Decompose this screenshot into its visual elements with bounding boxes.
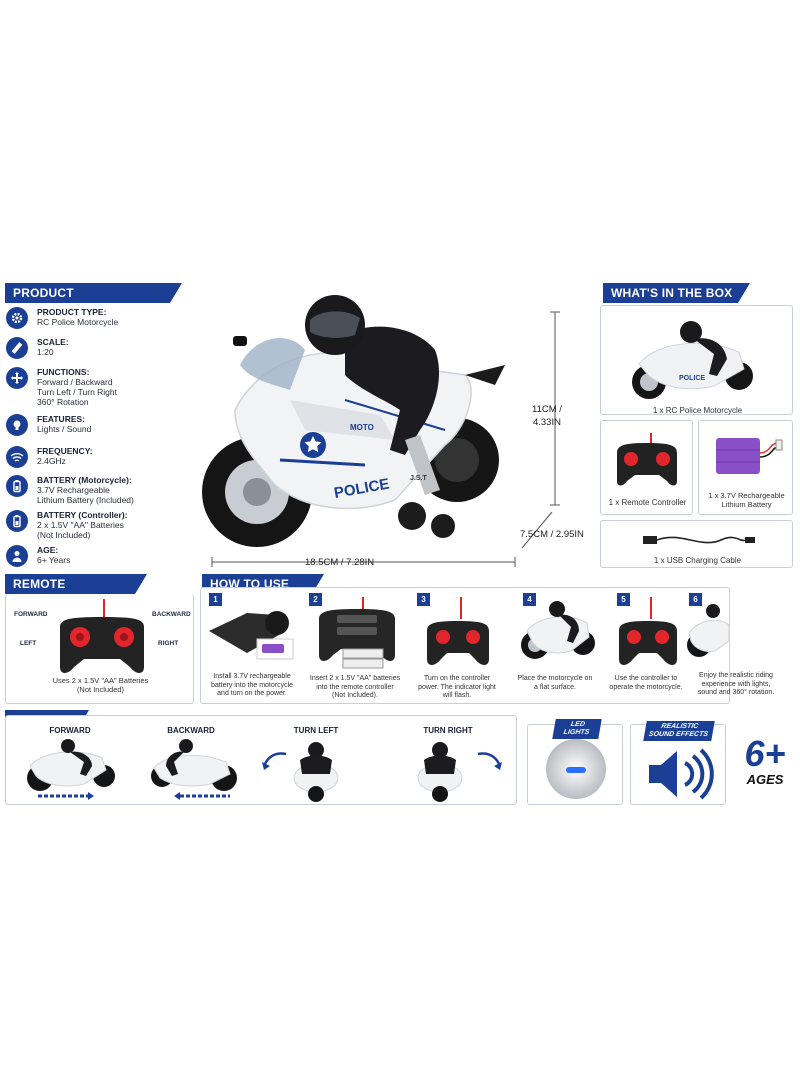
- spec-frequency: FREQUENCY:2.4GHz: [6, 446, 191, 468]
- dimension-length: 18.5CM / 7.28IN: [305, 557, 375, 568]
- speaker-icon: [649, 748, 714, 800]
- box-item-battery: 1 x 3.7V Rechargeable Lithium Battery: [698, 420, 793, 515]
- function-turn-left: TURN LEFT: [252, 724, 380, 804]
- function-turn-right: TURN RIGHT: [382, 724, 514, 804]
- dimension-height: 11CM / 4.33IN: [532, 404, 562, 428]
- howto-step-3: 3 Turn on the controller power. The indi…: [417, 593, 496, 699]
- usb-cable-icon: [643, 536, 755, 544]
- age-badge: 6+ AGES: [735, 735, 795, 787]
- spec-product-type: PRODUCT TYPE:RC Police Motorcycle: [6, 307, 191, 329]
- turn-right-image: [417, 742, 502, 802]
- howto-step-4: 4 Place the motorcycle on a flat surface…: [507, 591, 603, 701]
- remote-panel: FORWARD BACKWARD LEFT RIGHT Uses 2 x 1.5…: [5, 594, 194, 704]
- arrows-icon: [6, 367, 28, 389]
- dimension-width: 7.5CM / 2.95IN: [520, 529, 584, 540]
- remote-label-left: LEFT: [20, 640, 37, 647]
- spec-battery-controller: BATTERY (Controller):2 x 1.5V "AA" Batte…: [6, 510, 191, 540]
- gear-icon: [6, 307, 28, 329]
- function-backward: BACKWARD: [132, 724, 250, 804]
- turn-left-image: [262, 742, 339, 802]
- forward-image: [27, 739, 115, 800]
- plate-label: J.S.T: [410, 475, 427, 482]
- battery-icon: [6, 475, 28, 497]
- howto-step-6-text: Enjoy the realistic riding experience wi…: [697, 672, 775, 696]
- bulb-icon: [6, 414, 28, 436]
- step3-image: [427, 597, 489, 665]
- wifi-icon: [6, 446, 28, 468]
- spec-scale: SCALE:1:20: [6, 337, 191, 359]
- remote-controller-image: [60, 599, 144, 673]
- svg-text:POLICE: POLICE: [679, 375, 705, 382]
- led-lights-tag: LED LIGHTS: [552, 719, 602, 739]
- motorcycle-thumbnail: POLICE: [632, 321, 753, 399]
- controller-thumbnail: [617, 433, 677, 486]
- howto-step-6: 6: [687, 591, 731, 701]
- howto-step-2: 2 Insert 2 x 1.5V "AA" batteries into th…: [309, 593, 401, 699]
- remote-caption: Uses 2 x 1.5V "AA" Batteries (Not Includ…: [52, 676, 149, 694]
- age-big: 6+: [744, 733, 786, 774]
- spec-age: AGE:6+ Years: [6, 545, 191, 567]
- motorcycle-main-image: POLICE MOTO J.S.T: [202, 295, 505, 547]
- step2-image: [319, 597, 395, 669]
- spec-features: FEATURES:Lights / Sound: [6, 414, 191, 436]
- sound-effects-tag: REALISTIC SOUND EFFECTS: [643, 721, 715, 741]
- battery-thumbnail: [716, 438, 783, 474]
- howto-step-1: 1 Install 3.7V rechargeable battery into…: [203, 591, 301, 701]
- step6-image: [687, 604, 730, 657]
- remote-header: REMOTE CONTROLLER: [5, 574, 147, 611]
- box-item-motorcycle: POLICE 1 x RC Police Motorcycle: [600, 305, 793, 415]
- battery-icon: [6, 510, 28, 532]
- backward-image: [151, 739, 237, 800]
- howto-step-5: 5 Use the controller to operate the moto…: [609, 593, 683, 691]
- howto-panel: 1 Install 3.7V rechargeable battery into…: [200, 587, 730, 704]
- ruler-icon: [6, 337, 28, 359]
- step5-image: [619, 597, 677, 665]
- age-small: AGES: [746, 772, 784, 787]
- led-lights-panel: LED LIGHTS: [527, 719, 623, 805]
- remote-label-right: RIGHT: [158, 640, 179, 647]
- specs-header: PRODUCT SPECIFICATIONS: [5, 283, 182, 320]
- remote-label-forward: FORWARD: [14, 611, 48, 618]
- sound-effects-panel: REALISTIC SOUND EFFECTS: [630, 721, 726, 805]
- step4-image: [521, 601, 595, 659]
- moto-label: MOTO: [350, 423, 374, 432]
- box-item-usb-cable: 1 x USB Charging Cable: [600, 520, 793, 568]
- person-icon: [6, 545, 28, 567]
- dimension-lines: [211, 311, 560, 567]
- step1-image: [209, 611, 294, 660]
- box-item-controller: 1 x Remote Controller: [600, 420, 693, 515]
- function-forward: FORWARD: [10, 724, 130, 804]
- led-light-image: [546, 739, 606, 799]
- box-header: WHAT'S IN THE BOX: [603, 283, 750, 303]
- remote-label-backward: BACKWARD: [152, 611, 191, 618]
- functions-panel: FORWARD BACKWARD TURN LEFT: [5, 715, 517, 805]
